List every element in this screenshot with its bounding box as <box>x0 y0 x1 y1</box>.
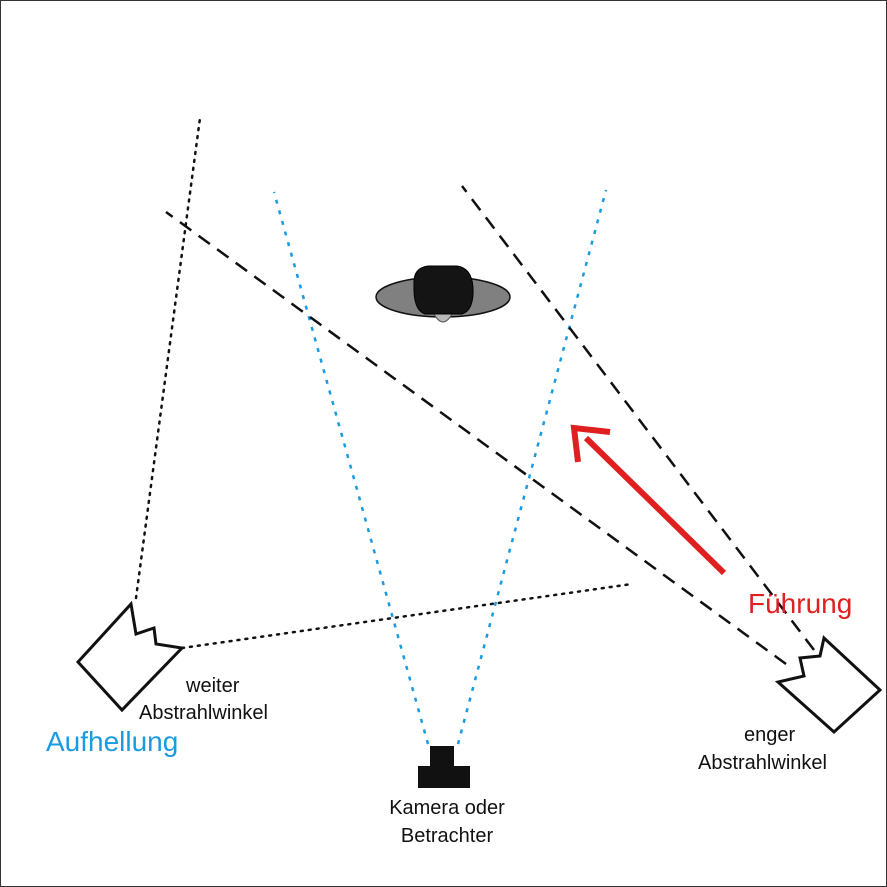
camera-view-ray-right <box>456 189 608 745</box>
narrow-beam-lamp-icon <box>774 635 883 735</box>
fill-light-label: Aufhellung <box>46 726 179 757</box>
narrow-angle-label-line2: Abstrahlwinkel <box>698 752 827 774</box>
camera-icon <box>418 746 470 788</box>
fill-light-ray-upper <box>134 116 202 600</box>
wide-beam-lamp-icon <box>75 600 186 713</box>
camera-view-ray-left <box>272 191 430 745</box>
camera-label-line1: Kamera oder <box>389 797 505 819</box>
key-light-ray-narrow-edge <box>461 185 815 651</box>
key-light-arrow-icon <box>570 424 727 576</box>
key-light-label: Führung <box>748 588 853 619</box>
narrow-angle-label-line1: enger <box>744 724 796 746</box>
person-top-view-icon <box>375 265 511 323</box>
wide-angle-label-line1: weiter <box>186 675 240 697</box>
wide-angle-label-line2: Abstrahlwinkel <box>139 702 268 724</box>
key-light-ray-wide-edge <box>165 210 787 666</box>
fill-light-ray-lower <box>180 582 634 650</box>
camera-label-line2: Betrachter <box>400 825 494 847</box>
